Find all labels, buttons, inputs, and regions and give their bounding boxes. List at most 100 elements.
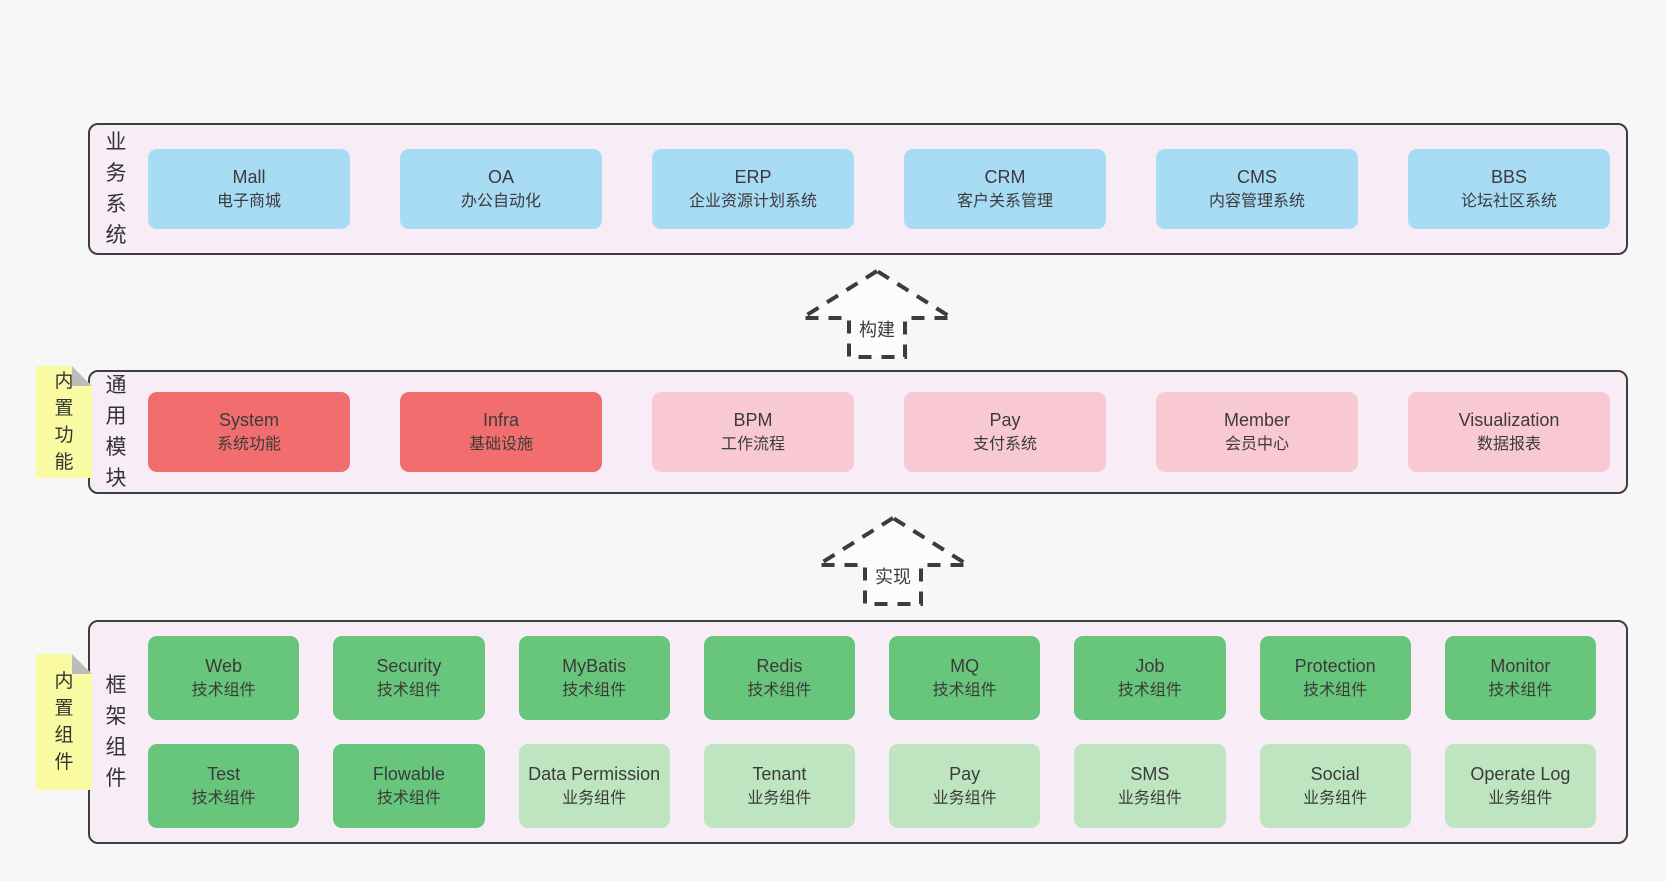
- box-title: MyBatis: [562, 655, 627, 676]
- diagram-box-crm: CRM 客户关系管理: [904, 149, 1106, 229]
- box-subtitle: 支付系统: [972, 435, 1037, 453]
- box-title: Security: [376, 655, 442, 676]
- box-subtitle: 技术组件: [562, 681, 627, 699]
- vertical-label-char: 模: [105, 436, 127, 459]
- sticky-note-builtin-features-label: 内置功能: [54, 368, 73, 476]
- diagram-box-member: Member 会员中心: [1156, 392, 1358, 472]
- vertical-label-char: 件: [105, 767, 127, 790]
- vertical-label-char: 用: [105, 405, 127, 428]
- box-title: Mall: [232, 166, 266, 187]
- vertical-label-char: 内: [54, 671, 74, 692]
- vertical-label-char: 务: [105, 162, 127, 185]
- box-subtitle: 技术组件: [191, 789, 256, 807]
- box-subtitle: 内容管理系统: [1208, 192, 1305, 210]
- diagram-box-mall: Mall 电子商城: [148, 149, 350, 229]
- box-subtitle: 技术组件: [1117, 681, 1182, 699]
- diagram-box-job: Job 技术组件: [1074, 636, 1226, 720]
- band-label-business-systems: 业务系统: [90, 125, 142, 253]
- box-title: Job: [1135, 655, 1165, 676]
- box-title: Tenant: [752, 763, 807, 784]
- vertical-label-char: 件: [54, 752, 74, 773]
- box-title: Flowable: [372, 763, 445, 784]
- box-title: OA: [487, 166, 514, 187]
- diagram-box-social: Social 业务组件: [1259, 744, 1411, 828]
- diagram-box-bpm: BPM 工作流程: [652, 392, 854, 472]
- box-subtitle: 数据报表: [1476, 435, 1541, 453]
- vertical-label-char: 统: [105, 224, 127, 247]
- box-subtitle: 业务组件: [1117, 789, 1182, 807]
- box-title: Pay: [989, 409, 1021, 430]
- box-title: Social: [1310, 763, 1360, 784]
- box-subtitle: 企业资源计划系统: [688, 192, 817, 210]
- diagram-box-erp: ERP 企业资源计划系统: [652, 149, 854, 229]
- build-arrow: 构建: [792, 268, 962, 360]
- band-common-modules: 通用模块 System 系统功能 Infra 基础设施 BPM 工作流程 Pay 支付系统 Me…: [88, 370, 1628, 494]
- diagram-box-data-permission: Data Permission 业务组件: [518, 744, 670, 828]
- box-title: System: [218, 409, 279, 430]
- box-title: Infra: [482, 409, 520, 430]
- vertical-label-char: 业: [105, 131, 127, 154]
- vertical-label-char: 置: [54, 398, 74, 419]
- diagram-box-test: Test 技术组件: [148, 744, 300, 828]
- box-title: Data Permission: [528, 763, 661, 784]
- box-subtitle: 办公自动化: [460, 192, 541, 210]
- vertical-label-char: 系: [105, 193, 127, 216]
- box-subtitle: 技术组件: [1488, 681, 1553, 699]
- vertical-label-char: 架: [105, 705, 127, 728]
- box-title: BPM: [733, 409, 773, 430]
- band-boxes-common-modules: System 系统功能 Infra 基础设施 BPM 工作流程 Pay 支付系统 Member 会…: [142, 372, 1626, 492]
- vertical-label-char: 组: [54, 725, 74, 746]
- diagram-box-oa: OA 办公自动化: [400, 149, 602, 229]
- box-title: Member: [1223, 409, 1290, 430]
- box-title: Protection: [1294, 655, 1376, 676]
- box-subtitle: 客户关系管理: [956, 192, 1053, 210]
- dashed-up-arrow-icon: [811, 515, 975, 606]
- box-subtitle: 工作流程: [720, 435, 785, 453]
- box-subtitle: 业务组件: [562, 789, 627, 807]
- diagram-box-mybatis: MyBatis 技术组件: [518, 636, 670, 720]
- box-subtitle: 系统功能: [216, 435, 281, 453]
- sticky-note-builtin-components: 内置组件: [36, 654, 92, 790]
- box-title: Visualization: [1458, 409, 1560, 430]
- box-subtitle: 基础设施: [468, 435, 533, 453]
- dashed-up-arrow-icon: [795, 268, 959, 359]
- band-label-common-modules: 通用模块: [90, 372, 142, 492]
- vertical-label-char: 功: [54, 425, 74, 446]
- box-title: Redis: [756, 655, 803, 676]
- box-subtitle: 技术组件: [932, 681, 997, 699]
- diagram-box-infra: Infra 基础设施: [400, 392, 602, 472]
- box-subtitle: 业务组件: [1303, 789, 1368, 807]
- vertical-label-char: 组: [105, 736, 127, 759]
- diagram-box-cms: CMS 内容管理系统: [1156, 149, 1358, 229]
- box-title: Pay: [949, 763, 981, 784]
- box-title: Web: [205, 655, 242, 676]
- diagram-box-redis: Redis 技术组件: [703, 636, 855, 720]
- box-title: CMS: [1237, 166, 1277, 187]
- box-title: Test: [207, 763, 241, 784]
- box-subtitle: 业务组件: [747, 789, 812, 807]
- box-subtitle: 会员中心: [1224, 435, 1289, 453]
- box-subtitle: 电子商城: [216, 192, 281, 210]
- box-title: CRM: [984, 166, 1026, 187]
- box-subtitle: 论坛社区系统: [1460, 192, 1557, 210]
- box-subtitle: 技术组件: [747, 681, 812, 699]
- vertical-label-char: 能: [54, 452, 74, 473]
- vertical-label-char: 内: [54, 371, 74, 392]
- diagram-box-visualization: Visualization 数据报表: [1408, 392, 1610, 472]
- implement-arrow-label: 实现: [873, 563, 913, 589]
- band-business-systems: 业务系统 Mall 电子商城 OA 办公自动化 ERP 企业资源计划系统 CRM 客户关系管理…: [88, 123, 1628, 255]
- box-title: ERP: [734, 166, 772, 187]
- box-subtitle: 业务组件: [1488, 789, 1553, 807]
- sticky-note-builtin-features: 内置功能: [36, 366, 92, 478]
